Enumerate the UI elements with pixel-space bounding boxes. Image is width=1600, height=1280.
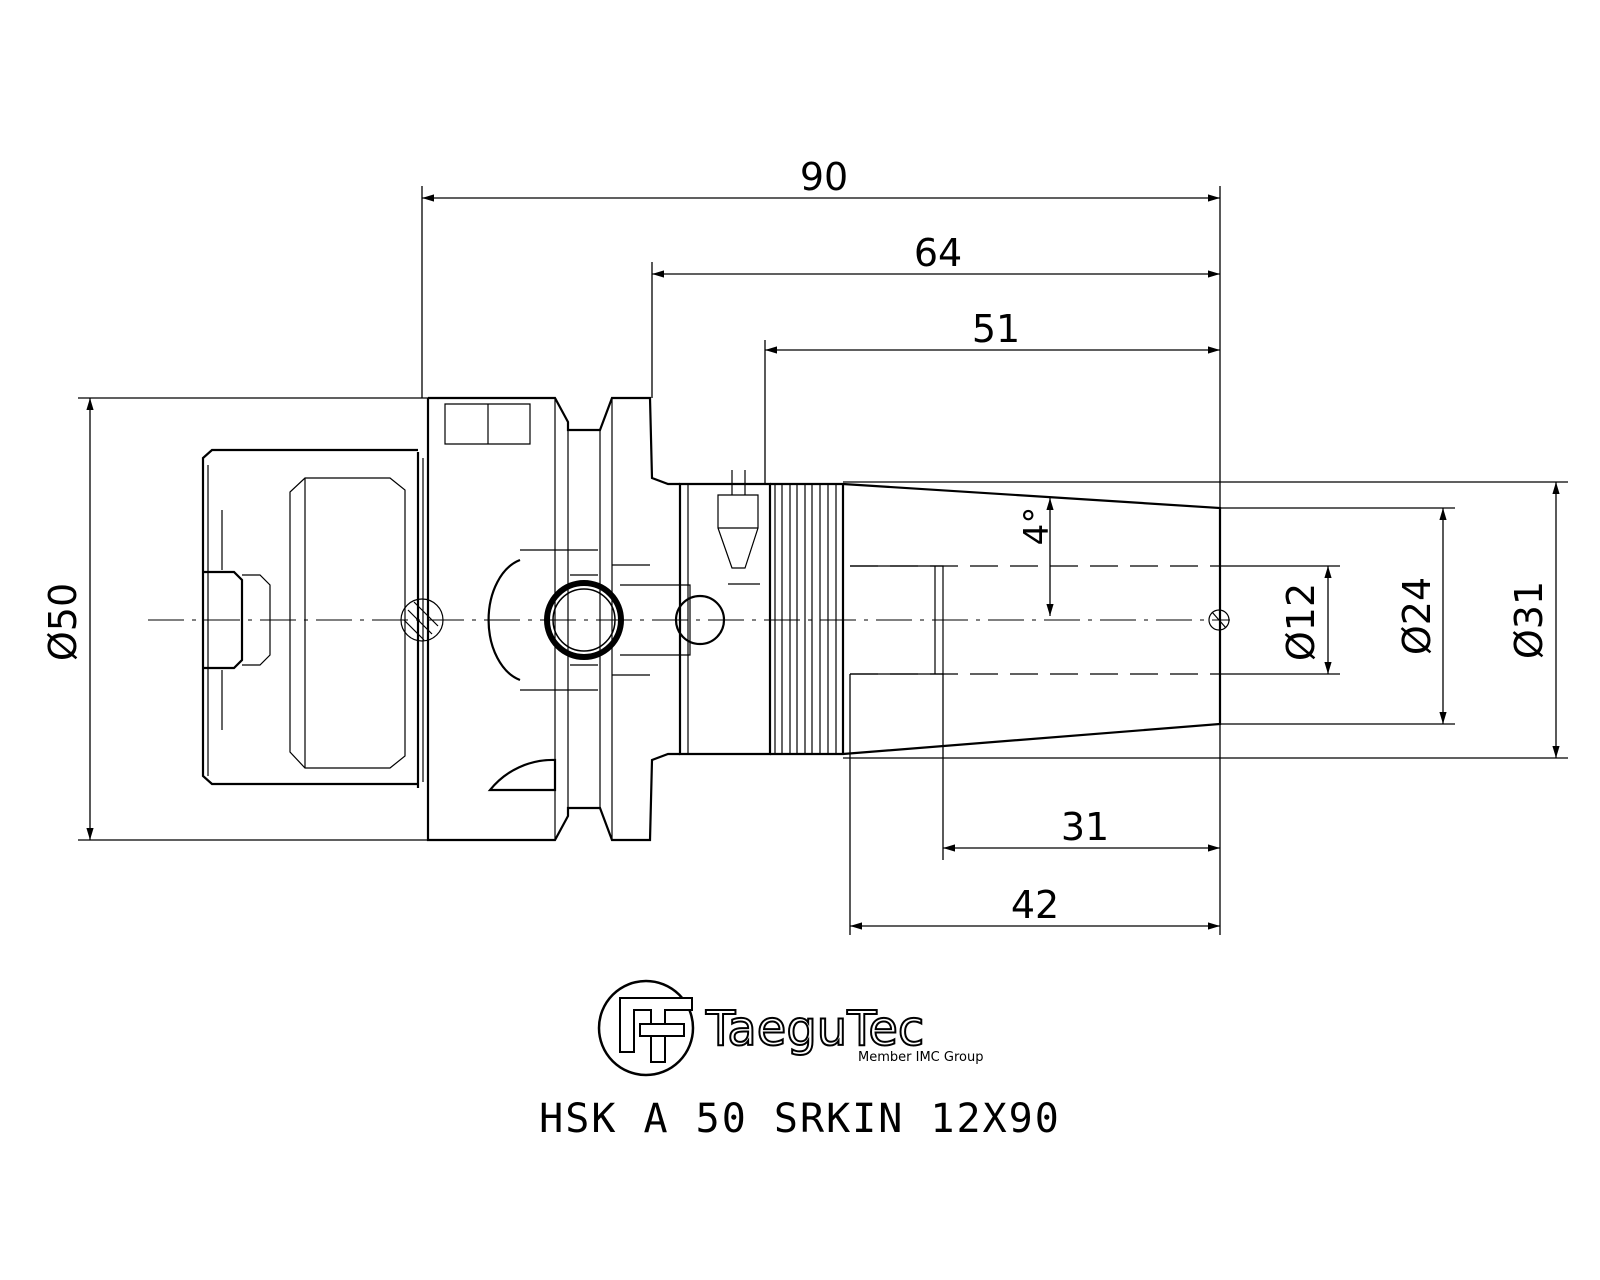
thread-lines: [774, 484, 845, 754]
dim-overall-length: 90: [800, 155, 848, 199]
dim-dia-bore: Ø12: [1279, 583, 1323, 661]
dim-length-51: 51: [972, 307, 1020, 351]
dim-length-31: 31: [1061, 805, 1109, 849]
logo-tagline: Member IMC Group: [858, 1050, 983, 1065]
dim-dia-body: Ø31: [1507, 581, 1551, 659]
part-number: HSK A 50 SRKIN 12X90: [539, 1096, 1061, 1142]
taegutec-logo: TaeguTec Member IMC Group: [597, 979, 983, 1077]
logo-brand: TaeguTec: [705, 1001, 924, 1057]
dim-length-42: 42: [1011, 883, 1059, 927]
dim-dia-tip: Ø24: [1395, 577, 1439, 655]
dim-length-64: 64: [914, 231, 962, 275]
dim-dia-flange: Ø50: [41, 583, 85, 661]
tool-holder-outline: [148, 396, 1230, 842]
dim-taper-angle: 4°: [1017, 507, 1057, 546]
dimension-lines: [78, 186, 1568, 935]
